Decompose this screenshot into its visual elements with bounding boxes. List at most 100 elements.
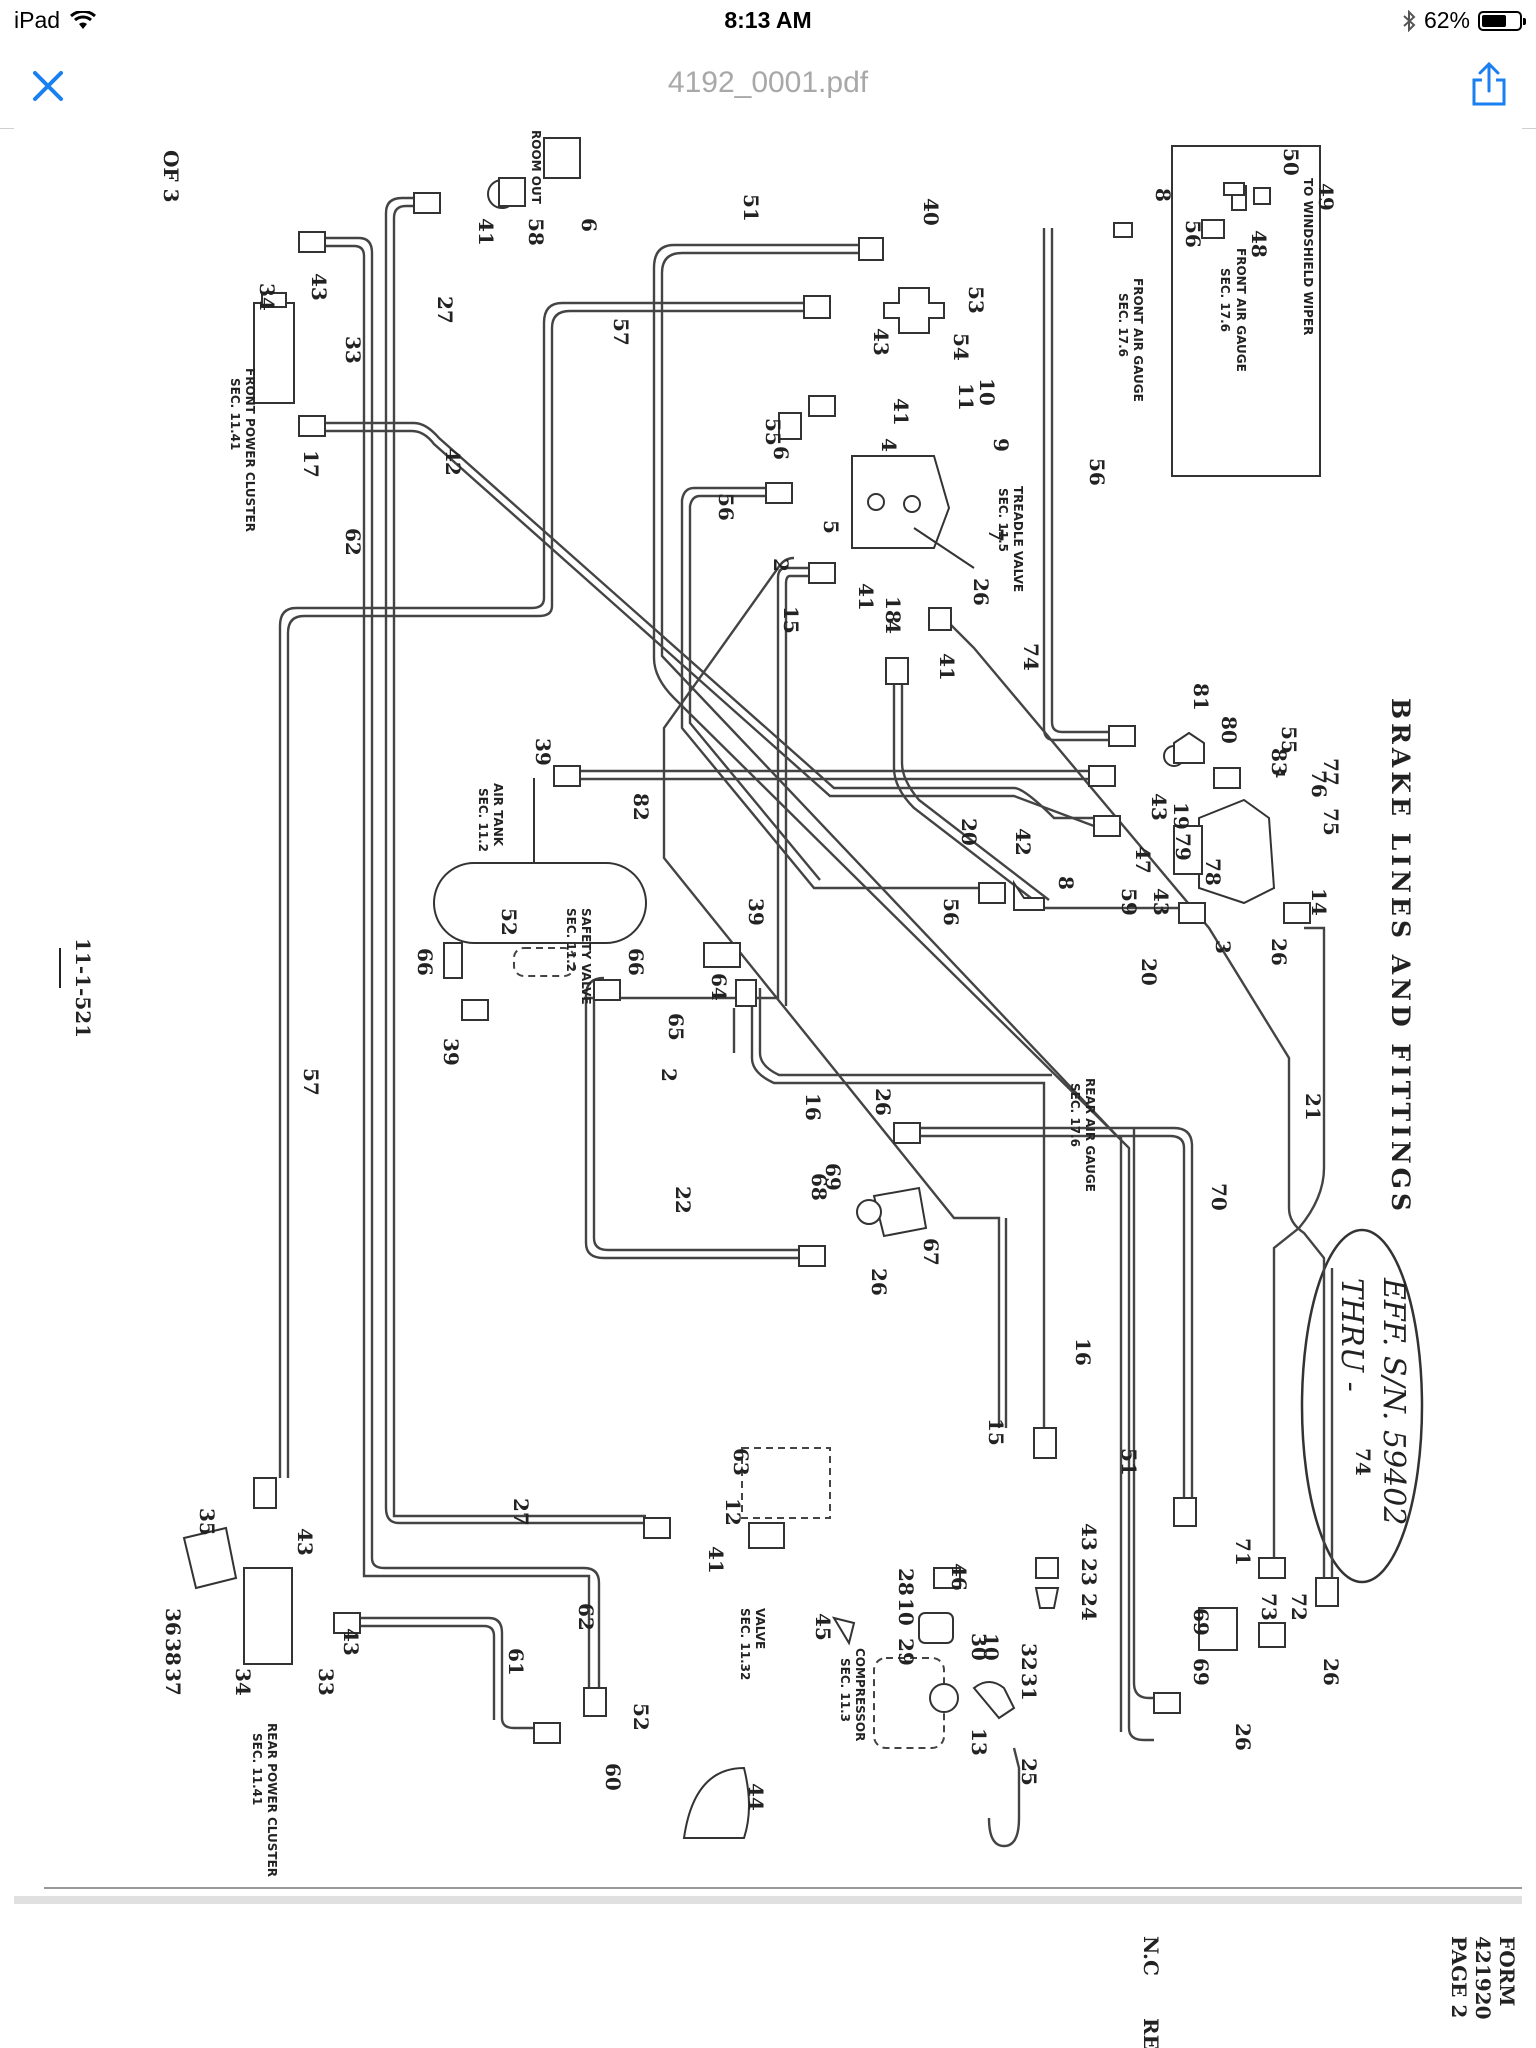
fittings (253, 182, 1339, 1744)
wifi-icon (70, 10, 97, 29)
part-43f: 43 (293, 1528, 317, 1556)
part-63: 63 (729, 1448, 753, 1476)
part-56c: 56 (714, 493, 738, 521)
part-55a: 55 (761, 418, 785, 446)
footer-re: RE (1139, 2018, 1163, 2048)
part-67: 67 (919, 1238, 943, 1266)
pdf-page[interactable]: TO WINDSHIELD WIPER FRONT AIR GAUGE SEC.… (14, 128, 1522, 2048)
front-gauge-box-label: FRONT AIR GAUGE (1234, 248, 1248, 372)
rear-air-gauge-label: REAR AIR GAUGE (1083, 1078, 1097, 1192)
air-tank-shape (433, 862, 647, 944)
part-11: 11 (954, 383, 978, 411)
part-45: 45 (811, 1613, 835, 1641)
part-13: 13 (967, 1728, 991, 1756)
part-51b: 51 (1117, 1448, 1141, 1476)
part-34b: 34 (231, 1668, 255, 1696)
diagram-heading: BRAKE LINES AND FITTINGS (1386, 698, 1415, 1215)
part-10a: 10 (975, 378, 999, 406)
front-air-gauge-sec: SEC. 17.6 (1116, 293, 1130, 357)
bluetooth-icon (1403, 9, 1416, 32)
part-26e: 26 (1319, 1658, 1343, 1686)
part-38: 38 (161, 1638, 185, 1666)
part-32: 32 (1017, 1643, 1041, 1671)
part-41c: 41 (854, 583, 878, 611)
part-31: 31 (1017, 1673, 1041, 1701)
part-2b: 2 (657, 1068, 681, 1082)
front-gauge-box-sec: SEC. 17.6 (1218, 268, 1232, 332)
part-4a: 4 (877, 438, 901, 452)
part-43e: 43 (1077, 1523, 1101, 1551)
part-26f: 26 (1231, 1723, 1255, 1751)
part-76: 76 (1307, 770, 1331, 798)
part-34a: 34 (255, 283, 279, 311)
footer-form-number: 421920 (1471, 1936, 1495, 2020)
part-19: 19 (1169, 802, 1193, 830)
battery-icon (1478, 10, 1526, 31)
part-40: 40 (919, 198, 943, 226)
part-20b: 20 (1137, 958, 1161, 986)
part-20a: 20 (957, 818, 981, 846)
room-out-label: ROOM OUT (529, 130, 543, 205)
part-70: 70 (1207, 1183, 1231, 1211)
part-62a: 62 (341, 528, 365, 556)
share-button[interactable] (1462, 56, 1516, 112)
part-41d: 41 (935, 653, 959, 681)
part-numbers: 50 49 48 56 8 40 51 53 43 54 57 27 58 6 … (161, 148, 1375, 1811)
part-62b: 62 (574, 1603, 598, 1631)
close-button[interactable] (26, 64, 70, 108)
device-name: iPad (14, 7, 61, 33)
part-21: 21 (1301, 1093, 1325, 1121)
rear-power-cluster-sec: SEC. 11.41 (250, 1733, 264, 1805)
part-10b: 10 (894, 1598, 918, 1626)
air-tank-sec: SEC. 11.2 (476, 788, 490, 852)
part-2a: 2 (769, 558, 793, 572)
part-42b: 42 (1011, 828, 1035, 856)
page-ref: OF 3 (159, 150, 183, 203)
part-43d: 43 (1149, 888, 1173, 916)
part-6a: 6 (577, 218, 601, 232)
valve-label: VALVE (753, 1608, 767, 1649)
brake-lines (278, 196, 1334, 1848)
part-71: 71 (1231, 1538, 1255, 1566)
part-52b: 52 (629, 1703, 653, 1731)
part-52a: 52 (497, 908, 521, 936)
part-33b: 33 (314, 1668, 338, 1696)
footer-page: PAGE 2 (1447, 1936, 1471, 2018)
part-36: 36 (161, 1608, 185, 1636)
part-43b: 43 (307, 273, 331, 301)
status-right: 62% (1402, 7, 1526, 34)
part-35: 35 (195, 1508, 219, 1536)
part-80: 80 (1217, 716, 1241, 744)
part-39b: 39 (439, 1038, 463, 1066)
part-48: 48 (1247, 230, 1271, 258)
part-51a: 51 (739, 194, 763, 222)
part-57a: 57 (609, 318, 633, 346)
part-75: 75 (1319, 808, 1343, 836)
part-26c: 26 (871, 1088, 895, 1116)
part-65: 65 (664, 1013, 688, 1041)
part-54: 54 (949, 333, 973, 361)
part-12: 12 (721, 1498, 745, 1526)
treadle-valve-sec: SEC. 11.5 (996, 488, 1010, 552)
compressor-label: COMPRESSOR (853, 1648, 867, 1741)
status-left: iPad (14, 7, 97, 34)
next-page-footer: FORM 421920 PAGE 2 N.C RE (1139, 1936, 1519, 2048)
part-6b: 6 (769, 446, 793, 460)
part-57b: 57 (299, 1068, 323, 1096)
safety-valve-sec: SEC. 11.2 (564, 908, 578, 972)
part-79: 79 (1171, 833, 1195, 861)
part-18: 18 (881, 596, 905, 624)
part-74a: 74 (1019, 643, 1043, 671)
part-15a: 15 (779, 606, 803, 634)
part-46: 46 (947, 1563, 971, 1591)
part-61: 61 (504, 1648, 528, 1676)
part-26d: 26 (867, 1268, 891, 1296)
part-27a: 27 (433, 296, 457, 324)
part-78: 78 (1201, 858, 1225, 886)
brake-diagram: TO WINDSHIELD WIPER FRONT AIR GAUGE SEC.… (14, 130, 1522, 2048)
handwritten-note-line2: THRU - (1334, 1278, 1369, 1392)
components (182, 137, 1286, 1839)
share-icon (1472, 61, 1506, 106)
part-37: 37 (161, 1668, 185, 1696)
part-41a: 41 (474, 218, 498, 246)
